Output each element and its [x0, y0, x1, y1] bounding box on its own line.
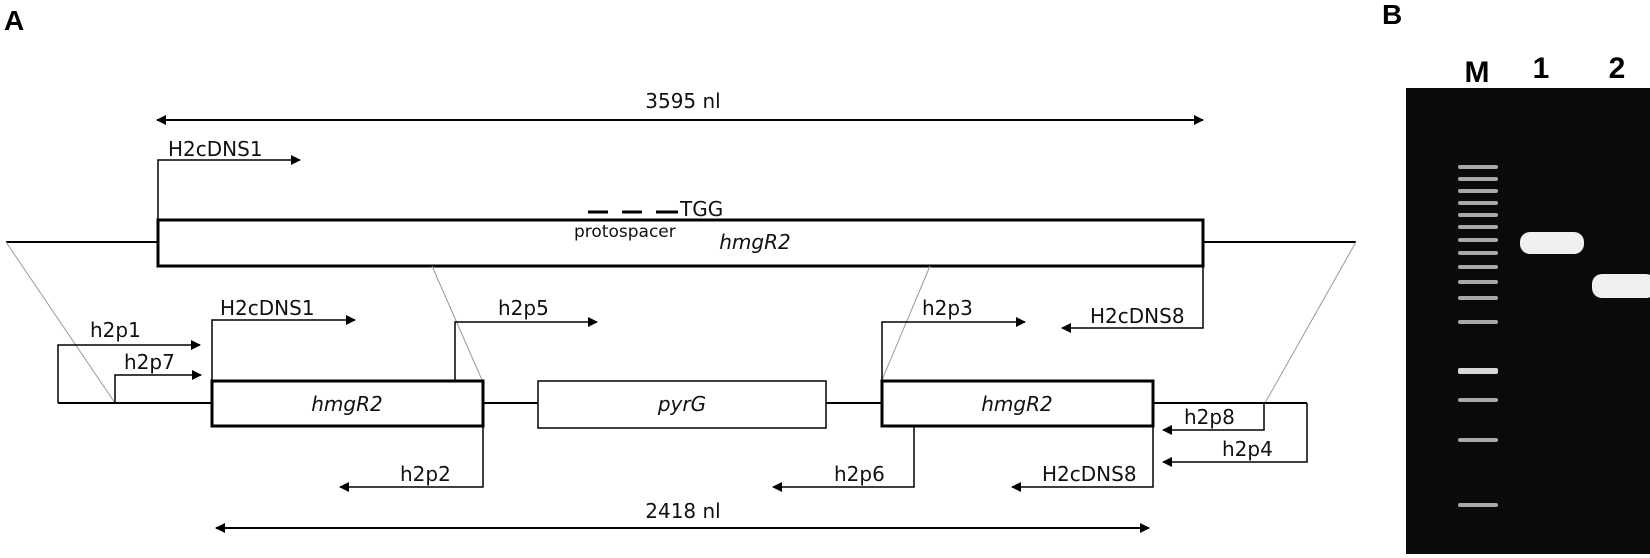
primer-label: h2p3	[922, 296, 973, 320]
protospacer-site: TGG protospacer	[574, 197, 723, 242]
primer-label: h2p7	[124, 350, 175, 374]
ladder-band	[1458, 213, 1498, 217]
gel-sample-bands	[1520, 232, 1650, 298]
primer-h2p3: h2p3	[881, 296, 1026, 381]
panel-label-a: A	[4, 5, 24, 36]
ladder-band	[1458, 368, 1498, 374]
ladder-band	[1458, 320, 1498, 324]
primer-label: H2cDNS8	[1090, 304, 1185, 328]
bottom-left-gene-label: hmgR2	[311, 392, 382, 416]
top-gene-box	[156, 218, 1205, 268]
gel-lane-label-2: 2	[1609, 52, 1626, 85]
protospacer-label: protospacer	[574, 222, 676, 242]
ladder-band	[1458, 238, 1498, 242]
primer-h2p1: h2p1	[57, 318, 201, 403]
bottom-right-gene-box	[880, 379, 1155, 428]
primer-h2p2: h2p2	[339, 426, 484, 492]
primer-label: h2p6	[834, 462, 885, 486]
primer-h2cdns1-mid: H2cDNS1	[211, 296, 356, 381]
homology-guides	[5, 241, 1357, 404]
primer-h2p6: h2p6	[772, 426, 915, 492]
panel-label-b: B	[1382, 0, 1402, 30]
ladder-band	[1458, 251, 1498, 255]
ladder-band	[1458, 398, 1498, 402]
pyrg-label: pyrG	[657, 392, 706, 416]
ladder-band	[1458, 201, 1498, 205]
primer-h2cdns8-low: H2cDNS8	[1011, 426, 1154, 492]
gel-lane-label-m: M	[1465, 56, 1490, 89]
gel-panel: M 1 2	[1406, 52, 1650, 554]
bottom-right-gene-label: hmgR2	[981, 392, 1052, 416]
primer-h2p5: h2p5	[454, 296, 598, 381]
primer-label: h2p1	[90, 318, 141, 342]
primer-h2cdns8-mid: H2cDNS8	[1061, 266, 1204, 333]
pyrg-box	[537, 380, 827, 429]
ladder-band	[1458, 177, 1498, 181]
bottom-length-label: 2418 nl	[645, 499, 721, 523]
bottom-length-scale: 2418 nl	[215, 499, 1150, 533]
primer-h2p7: h2p7	[114, 350, 202, 403]
ladder-band	[1458, 296, 1498, 300]
primer-label: H2cDNS1	[220, 296, 315, 320]
primer-label: h2p2	[400, 462, 451, 486]
ladder-band	[1458, 165, 1498, 169]
primer-h2p4: h2p4	[1162, 403, 1308, 467]
top-gene-label: hmgR2	[719, 230, 790, 254]
top-length-scale: 3595 nl	[156, 89, 1204, 125]
gel-lane-label-1: 1	[1533, 52, 1550, 85]
ladder-band	[1458, 503, 1498, 507]
ladder-band	[1458, 189, 1498, 193]
primer-label: h2p4	[1222, 437, 1273, 461]
primer-label: h2p5	[498, 296, 549, 320]
ladder-band	[1458, 265, 1498, 269]
ladder-band	[1458, 225, 1498, 229]
bottom-left-gene-box	[210, 379, 485, 428]
sample-band	[1592, 274, 1650, 298]
ladder-band	[1458, 280, 1498, 284]
primer-label: H2cDNS8	[1042, 462, 1137, 486]
sample-band	[1520, 232, 1584, 254]
top-length-label: 3595 nl	[645, 89, 721, 113]
primer-label: h2p8	[1184, 405, 1235, 429]
ladder-band	[1458, 438, 1498, 442]
pam-label: TGG	[679, 197, 723, 221]
primer-label: H2cDNS1	[168, 137, 263, 161]
primer-h2cdns1-top: H2cDNS1	[157, 137, 301, 220]
primer-h2p8: h2p8	[1162, 403, 1265, 435]
gel-image	[1406, 88, 1650, 554]
gel-ladder	[1458, 165, 1498, 507]
